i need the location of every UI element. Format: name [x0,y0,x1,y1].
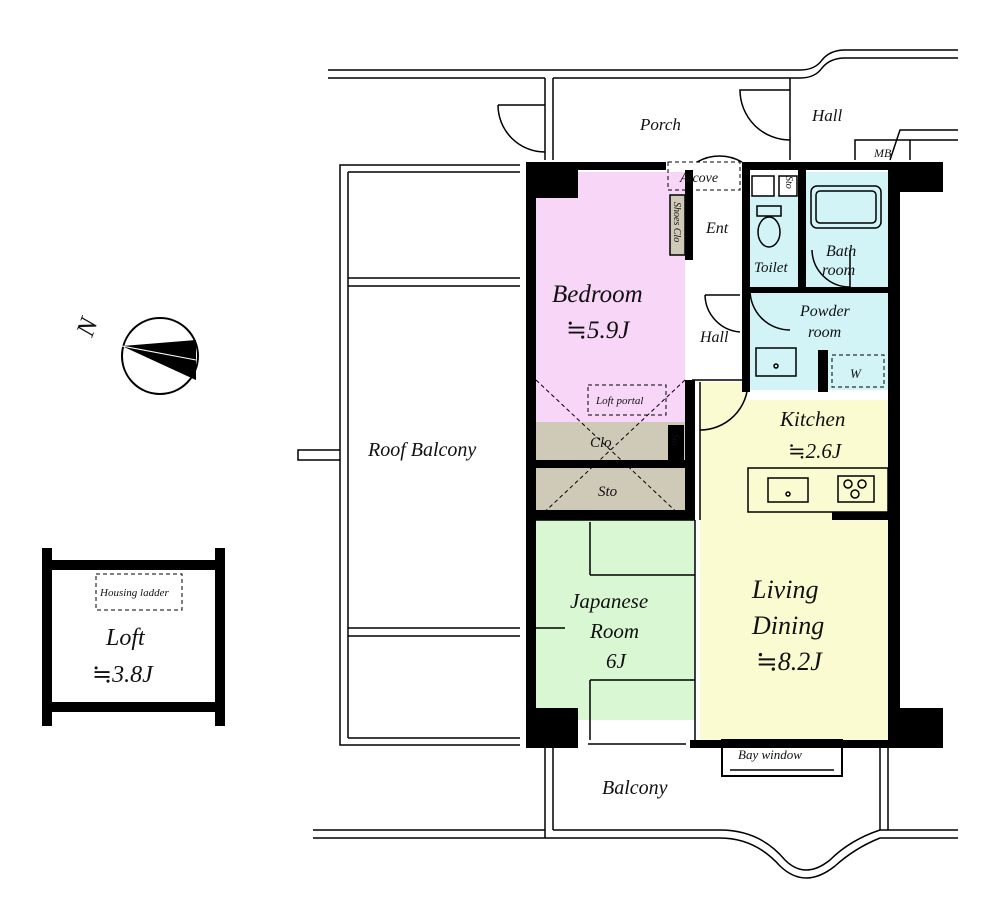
bedroom-area [535,172,685,422]
bedroom-name: Bedroom [552,281,643,308]
japanese-room-label-2: Room [589,619,639,643]
storage-mid-label: Sto [598,484,618,500]
kitchen-name: Kitchen [779,407,845,431]
shoes-closet-label: Shoes Clo [671,202,682,242]
toilet-area [750,195,798,287]
kitchen-size: ≒2.6J [788,439,843,463]
living-dining-label-1: Living [751,575,818,604]
bay-window-label: Bay window [738,747,802,762]
compass-north-label: N [70,312,104,341]
washer-label: W [850,366,862,381]
balcony-label: Balcony [602,777,668,799]
powder-room-label-2: room [808,324,841,341]
japanese-room-area [535,520,695,720]
hall-inner-label: Hall [699,329,729,346]
storage-area [535,468,685,510]
storage-top-label: Sto [783,176,794,189]
loft-portal-label: Loft portal [595,395,643,407]
closet-label: Clo [590,435,612,451]
toilet-label: Toilet [754,260,788,276]
alcove-label: Alcove [679,171,718,186]
bathroom-label-2: room [822,262,855,279]
living-dining-area [700,382,888,740]
entrance-label: Ent [705,220,729,237]
loft-plan [42,548,225,726]
bathroom-label-1: Bath [826,243,856,260]
housing-ladder-label: Housing ladder [99,587,169,599]
north-arrow-icon [121,317,199,395]
loft-name: Loft [105,625,146,651]
living-dining-size: ≒8.2J [756,647,823,676]
mb-label: MB [873,146,892,160]
japanese-room-size: 6J [606,649,628,673]
loft-size: ≒3.8J [92,662,154,688]
powder-room-label-1: Powder [799,303,851,320]
bedroom-size: ≒5.9J [566,317,631,344]
porch-label: Porch [639,115,681,134]
roof-balcony-label: Roof Balcony [367,439,476,461]
japanese-room-label-1: Japanese [570,589,648,613]
living-dining-label-2: Dining [751,611,824,640]
hall-top-label: Hall [811,106,843,125]
closet-area [535,422,685,460]
storage-small-label: Sto [670,434,680,446]
